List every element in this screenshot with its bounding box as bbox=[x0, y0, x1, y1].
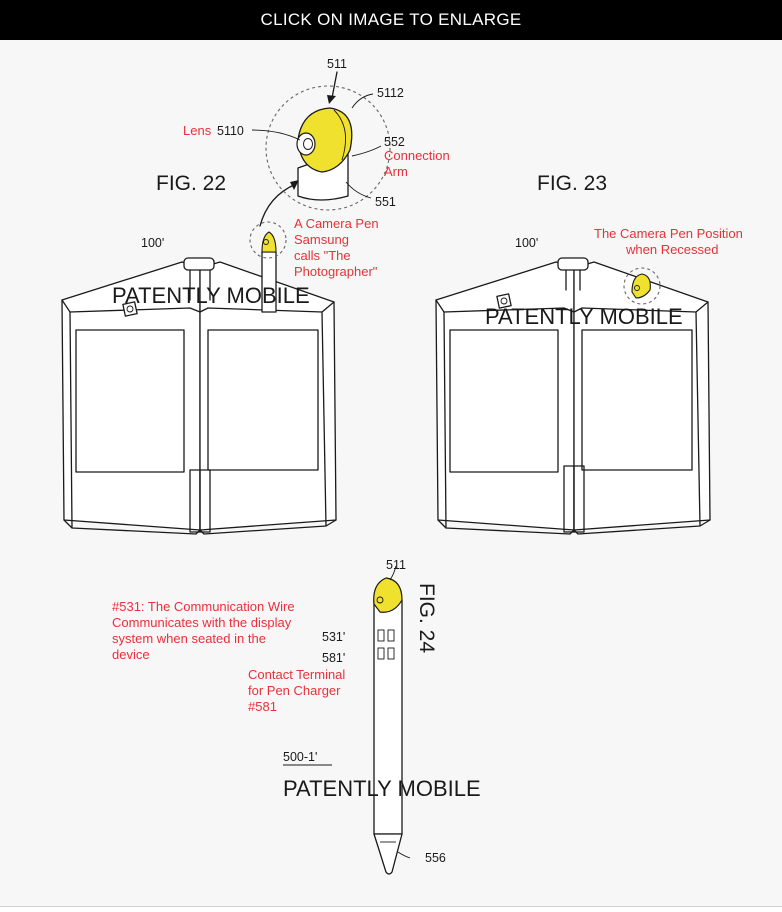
recessed-note-line1: The Camera Pen Position bbox=[594, 226, 743, 241]
fig24-ref-511: 511 bbox=[386, 558, 406, 572]
wire-note-line3: system when seated in the bbox=[112, 631, 266, 646]
ref-552: 552 bbox=[384, 135, 405, 149]
enlarge-banner-text: CLICK ON IMAGE TO ENLARGE bbox=[260, 10, 522, 29]
connection-arm-line2: Arm bbox=[384, 164, 408, 179]
charger-note-line3: #581 bbox=[248, 699, 277, 714]
fig22-ref-100: 100' bbox=[141, 236, 164, 250]
ref-500-1: 500-1' bbox=[283, 750, 317, 764]
wire-note-line2: Communicates with the display bbox=[112, 615, 292, 630]
ref-5110: 5110 bbox=[217, 124, 244, 138]
fig23-device bbox=[435, 257, 711, 535]
fig23-title: FIG. 23 bbox=[537, 172, 607, 195]
fig24-title: FIG. 24 bbox=[415, 583, 438, 653]
ref-531: 531' bbox=[322, 630, 345, 644]
recessed-note-line2: when Recessed bbox=[625, 242, 719, 257]
pen-note-line3: calls "The bbox=[294, 248, 351, 263]
wire-note-line4: device bbox=[112, 647, 150, 662]
pen-note-line2: Samsung bbox=[294, 232, 349, 247]
lens-annotation: Lens bbox=[183, 123, 212, 138]
fig23-ref-100: 100' bbox=[515, 236, 538, 250]
ref-5112: 5112 bbox=[377, 86, 404, 100]
ref-511-top: 511 bbox=[327, 57, 347, 71]
pen-note-line1: A Camera Pen bbox=[294, 216, 379, 231]
enlarge-banner[interactable]: CLICK ON IMAGE TO ENLARGE bbox=[0, 0, 782, 40]
fig24-pen bbox=[283, 565, 411, 875]
connection-arm-line1: Connection bbox=[384, 148, 450, 163]
fig23-watermark: PATENTLY MOBILE bbox=[485, 304, 683, 329]
bottom-divider bbox=[0, 906, 782, 912]
charger-note-line1: Contact Terminal bbox=[248, 667, 345, 682]
ref-551: 551 bbox=[375, 195, 396, 209]
fig22-device bbox=[61, 180, 337, 535]
ref-581: 581' bbox=[322, 651, 345, 665]
fig24-watermark: PATENTLY MOBILE bbox=[283, 776, 481, 801]
fig22-title: FIG. 22 bbox=[156, 172, 226, 195]
wire-note-line1: #531: The Communication Wire bbox=[112, 599, 295, 614]
fig22-watermark: PATENTLY MOBILE bbox=[112, 283, 310, 308]
charger-note-line2: for Pen Charger bbox=[248, 683, 341, 698]
fig22-callout bbox=[251, 71, 391, 211]
pen-note-line4: Photographer" bbox=[294, 264, 378, 279]
ref-556: 556 bbox=[425, 851, 446, 865]
